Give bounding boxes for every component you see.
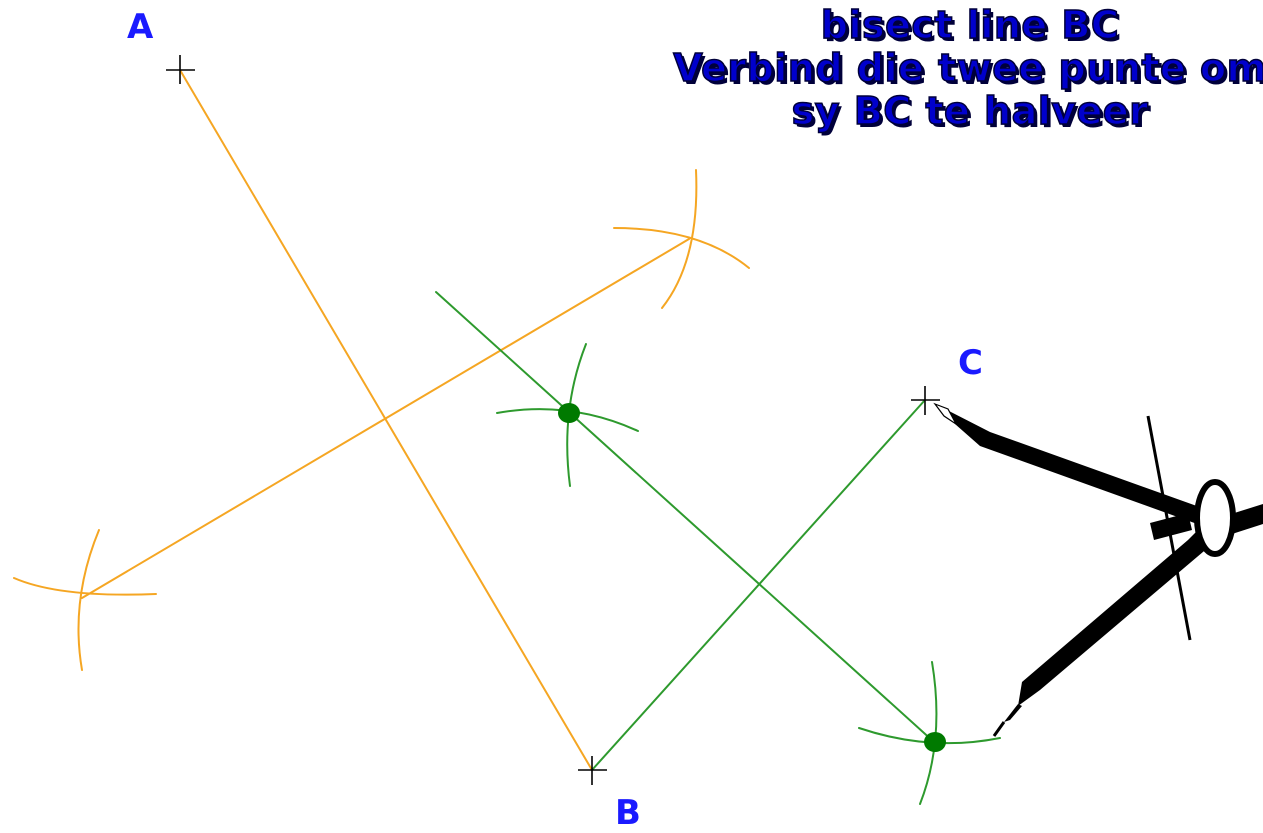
arc-bottom-2 [77,529,100,671]
arc-top-1 [613,227,750,269]
segment-bc [591,399,926,771]
point-c-marker [911,386,940,415]
title-line-1: bisect line BC [820,3,1120,48]
point-b-marker [578,756,607,785]
intersection-dot-lower [924,732,946,752]
intersection-dot-upper [558,403,580,423]
title-line-2: Verbind die twee punte om [672,46,1263,91]
point-a-marker [166,55,195,84]
perpendicular-bisector-bc [435,291,935,743]
title-line-3: sy BC te halveer [791,89,1149,134]
compass-icon [933,402,1263,737]
arc-top-2 [661,169,698,309]
point-b-label: B [615,793,641,833]
perpendicular-bisector-ab [81,238,690,599]
segment-ab [179,69,593,771]
green-construction [435,291,1001,805]
point-c-label: C [958,343,983,383]
orange-construction [13,69,750,771]
instruction-title: bisect line BC Verbind die twee punte om… [560,3,1263,134]
point-a-label: A [127,7,154,47]
arc-bottom-1 [13,577,157,596]
